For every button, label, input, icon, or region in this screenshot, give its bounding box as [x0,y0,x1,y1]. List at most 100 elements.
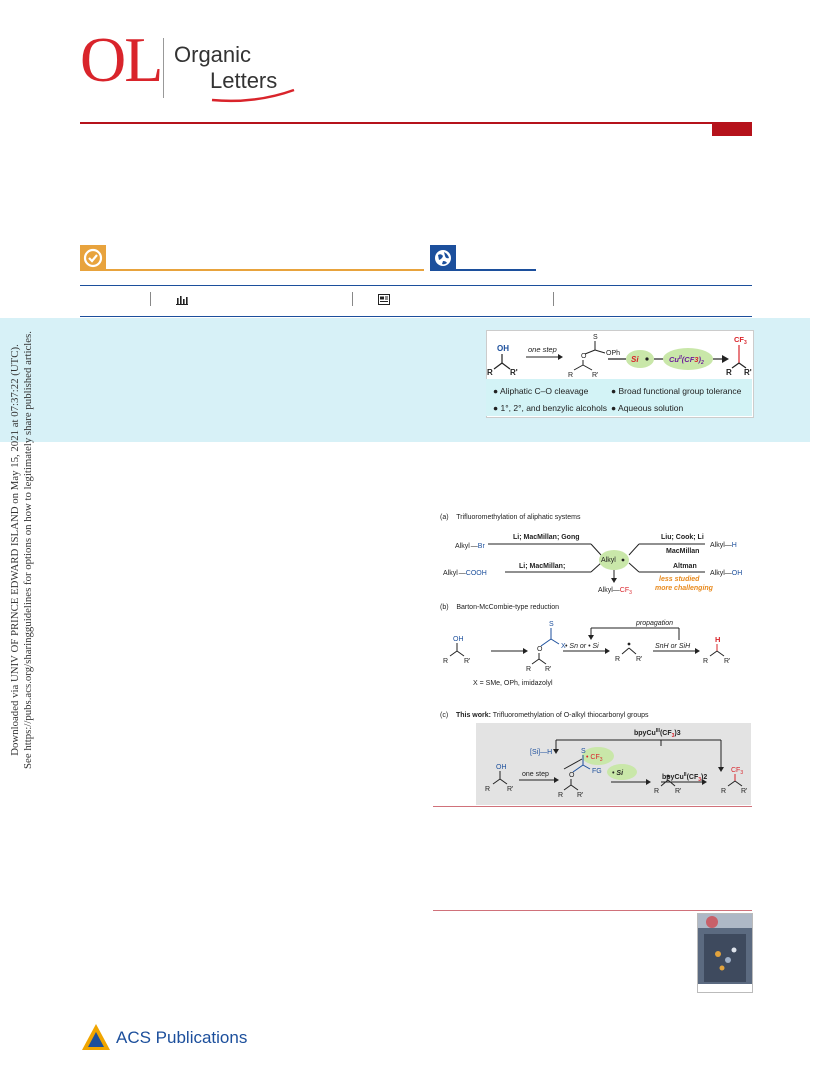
toc-r: R [568,372,573,379]
download-notice-line2: See https://pubs.acs.org/sharingguidelin… [22,331,34,769]
svg-text:Alkyl—COOH: Alkyl—COOH [443,570,487,577]
open-access-rule [106,269,424,271]
svg-text:• Si: • Si [612,770,624,777]
svg-text:R: R [721,788,726,795]
svg-text:CF3: CF3 [731,767,743,776]
svg-text:one step: one step [522,771,549,778]
footnote-rule [433,910,752,911]
svg-text:Alkyl: Alkyl [601,557,616,564]
svg-text:R': R' [464,658,470,665]
svg-text:MacMillan: MacMillan [666,548,699,555]
toc-oph: OPh [606,350,620,357]
svg-text:H: H [715,635,720,644]
svg-text:CF3: CF3 [734,335,747,346]
panel-c-scheme: bpyCuIII(CF3)3 [Si]—H • CF3 OH R R' one … [485,728,747,799]
toc-r-prime: R' [744,368,752,377]
figure-bottom-rule [433,806,752,807]
download-notice-line1: Downloaded via UNIV OF PRINCE EDWARD ISL… [9,344,21,756]
panel-a-scheme: Alkyl—Br Alkyl—COOH Li; MacMillan; Gong … [443,534,742,596]
toc-scheme: OH R R' one step S O OPh R R' Si CuII(CF… [487,334,752,379]
svg-text:R: R [485,786,490,793]
svg-text:OH: OH [453,636,464,643]
panel-b-title: Barton-McCombie-type reduction [456,604,560,611]
panel-c-title: Trifluoromethylation of O-alkyl thiocarb… [492,712,649,719]
check-badge-icon [83,248,103,268]
toc-bullet-box [486,379,752,416]
panel-c-label: (c) [440,712,449,719]
global-access-badge[interactable] [430,245,456,271]
toc-r-prime: R' [592,372,598,379]
journal-name-line1: Organic [174,42,252,67]
panel-c-box [476,723,751,805]
svg-text:[Si]—H: [Si]—H [530,749,552,756]
svg-text:• Sn or • Si: • Sn or • Si [565,643,599,650]
toc-si-ellipse [626,350,654,368]
svg-text:R: R [443,658,448,665]
svg-text:FG: FG [592,768,602,775]
toc-r: R [487,368,493,377]
a-bottom-left: Li; MacMillan; [519,563,565,570]
article-icon[interactable] [378,294,390,305]
journal-cover-thumbnail[interactable] [697,913,753,993]
metrics-separator [150,292,151,306]
open-access-badge[interactable] [80,245,106,271]
logo-divider [163,38,164,98]
svg-text:R: R [558,792,563,799]
metrics-bottom-rule [80,316,752,317]
publisher-name[interactable]: ACS Publications [116,1028,248,1047]
svg-text:Alkyl—OH: Alkyl—OH [710,570,742,577]
toc-bullet: Aliphatic C–O cleavage [500,386,589,396]
svg-text:Altman: Altman [673,563,697,570]
propagation-label: propagation [635,620,673,627]
svg-text:R': R' [675,788,681,795]
svg-text:R: R [526,666,531,673]
toc-bullet: Broad functional group tolerance [618,386,742,396]
svg-text:R': R' [545,666,551,673]
svg-text:less studied: less studied [659,576,700,583]
metrics-separator [553,292,554,306]
svg-text:bpyCuII(CF3)2: bpyCuII(CF3)2 [662,772,707,783]
journal-logo[interactable]: OL [80,24,163,95]
svg-text:OH: OH [496,764,507,771]
panel-b-scheme: propagation OH R R' S O X R R' • Sn or •… [443,620,730,687]
toc-r-prime: R' [510,368,518,377]
svg-text:Alkyl—CF3: Alkyl—CF3 [598,587,632,596]
journal-name-line2: Letters [210,68,278,93]
toc-cu-ellipse [663,348,713,370]
svg-text:Alkyl—H: Alkyl—H [710,542,737,549]
svg-text:more challenging: more challenging [655,585,714,592]
header-rule [80,122,752,124]
toc-o: O [581,353,587,360]
svg-text:O: O [537,646,543,653]
metrics-separator [352,292,353,306]
svg-text:R: R [615,656,620,663]
metrics-top-rule [80,285,752,286]
panel-a-label: (a) [440,514,449,521]
svg-text:R': R' [636,656,642,663]
svg-text:Alkyl—Br: Alkyl—Br [455,543,485,550]
global-access-rule [456,269,536,271]
toc-si: Si [631,355,639,364]
svg-text:R': R' [507,786,513,793]
svg-text:X: X [561,643,566,650]
toc-bullet: Aqueous solution [618,403,684,413]
svg-text:S: S [549,621,554,628]
panel-a-title: Trifluoromethylation of aliphatic system… [456,514,581,521]
svg-text:Liu; Cook; Li: Liu; Cook; Li [661,534,704,541]
download-notice: Downloaded via UNIV OF PRINCE EDWARD ISL… [9,176,35,924]
toc-s: S [593,334,598,341]
header-tab [712,122,752,136]
toc-oh: OH [497,344,509,353]
acs-logo-icon[interactable] [80,1022,112,1052]
logo-swoosh [211,88,295,103]
svg-text:O: O [569,772,575,779]
x-substituent-note: X = SMe, OPh, imidazolyl [473,680,553,687]
svg-text:bpyCuIII(CF3)3: bpyCuIII(CF3)3 [634,728,681,739]
toc-r: R [726,368,732,377]
bar-chart-icon[interactable] [176,294,188,305]
toc-bullet: 1°, 2°, and benzylic alcohols [500,403,608,413]
a-top-left: Li; MacMillan; Gong [513,534,580,541]
a-alkyl-radical [599,550,629,570]
toc-one-step: one step [528,345,557,354]
